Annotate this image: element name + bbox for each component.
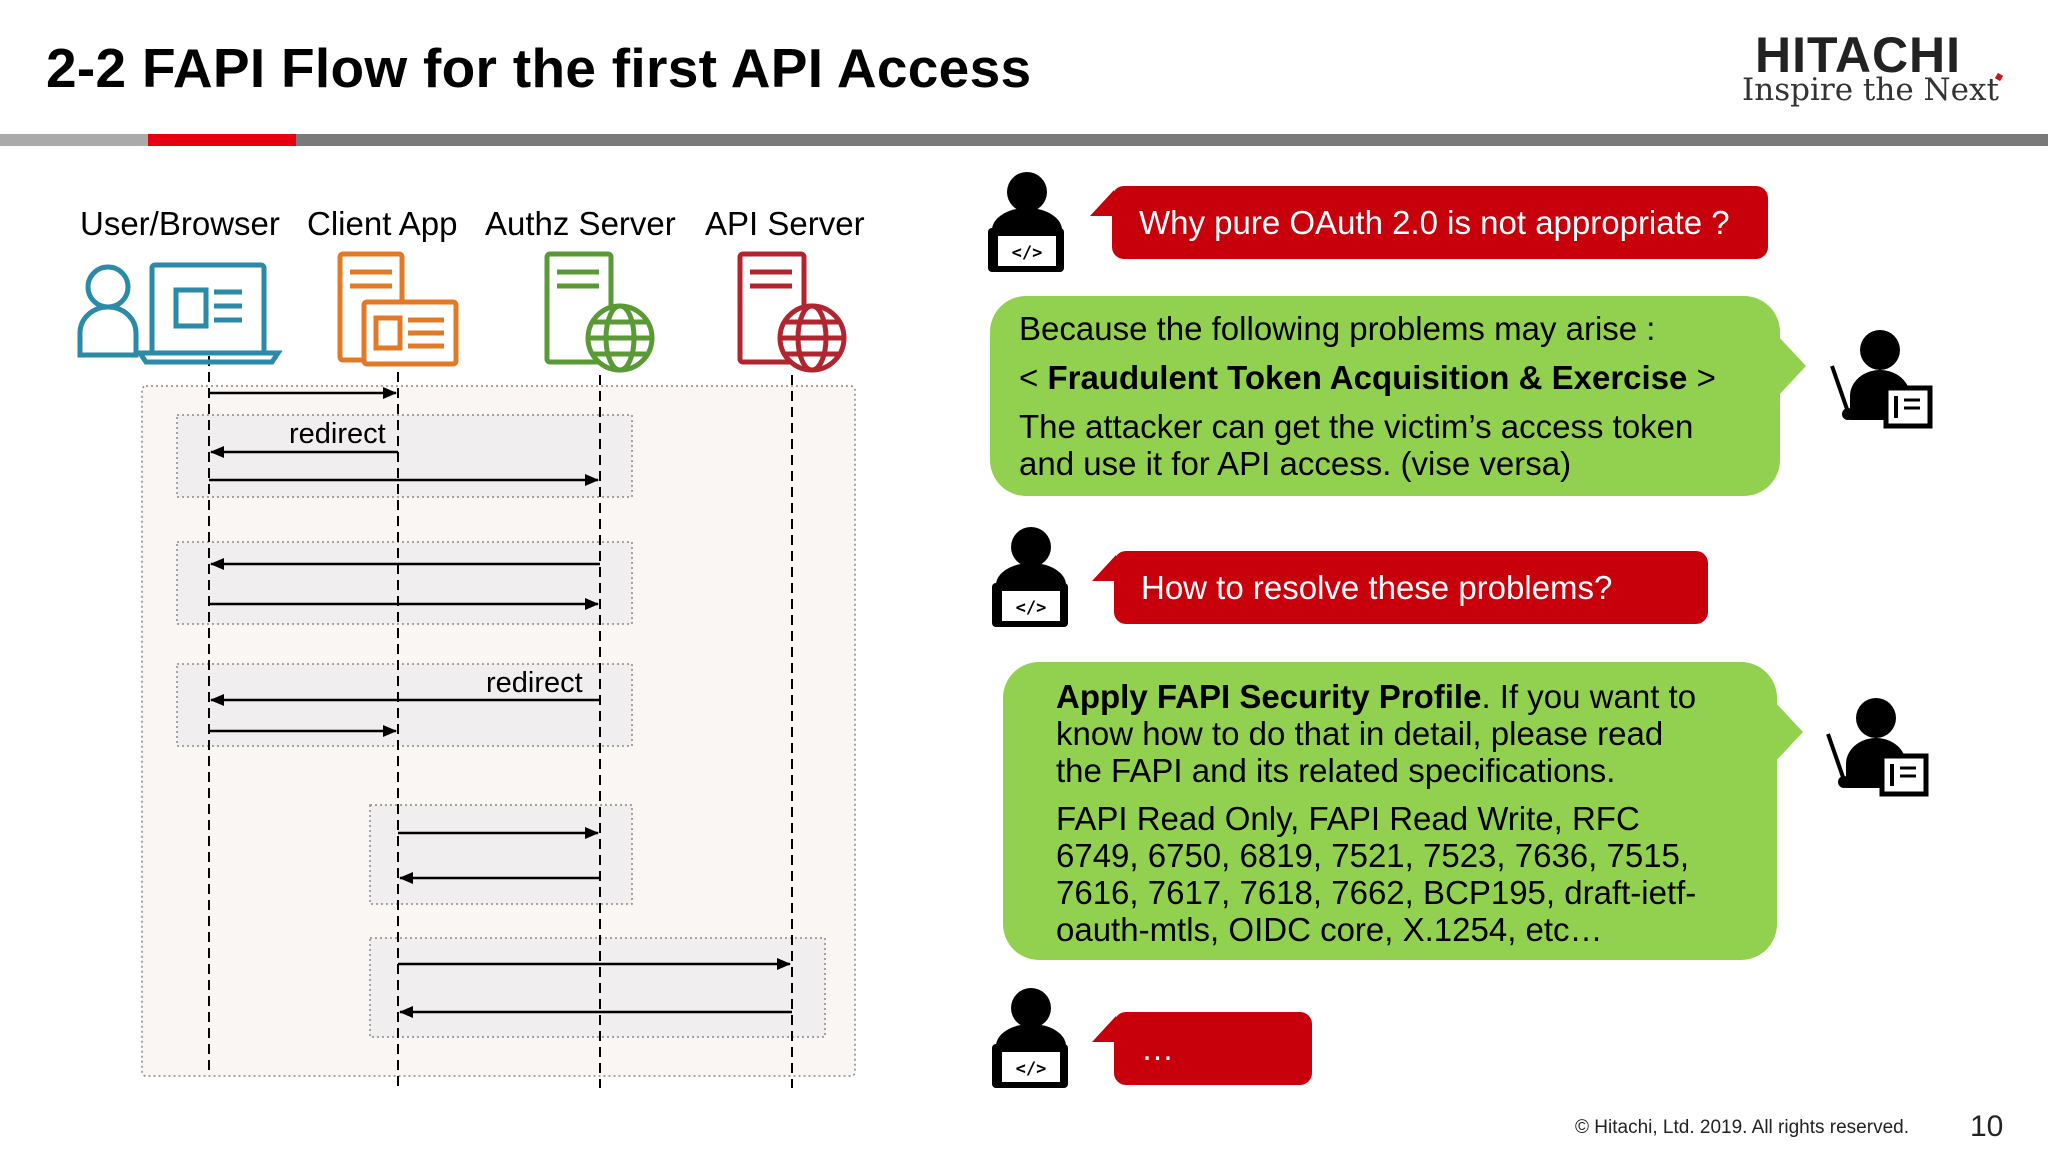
message-group-5 bbox=[369, 937, 826, 1038]
answer-intro: Because the following problems may arise… bbox=[1019, 310, 1656, 347]
message-group-4 bbox=[369, 804, 633, 905]
spec-line-3: 7616, 7617, 7618, 7662, BCP195, draft-ie… bbox=[1056, 874, 1697, 911]
actor-label-authz-server: Authz Server bbox=[485, 205, 676, 242]
svg-text:</>: </> bbox=[1012, 243, 1043, 263]
question-text-3: … bbox=[1141, 1029, 1174, 1067]
client-app-icon bbox=[337, 251, 459, 367]
answer-line-2: and use it for API access. (vise versa) bbox=[1019, 445, 1572, 482]
authz-server-icon bbox=[544, 251, 655, 373]
svg-text:</>: </> bbox=[1016, 598, 1047, 618]
actor-label-client-app: Client App bbox=[307, 205, 458, 242]
message-group-1 bbox=[176, 414, 633, 498]
message-group-3 bbox=[176, 663, 633, 747]
spec-line-2: 6749, 6750, 6819, 7521, 7523, 7636, 7515… bbox=[1056, 837, 1690, 874]
message-group-2 bbox=[176, 541, 633, 625]
question-text-1: Why pure OAuth 2.0 is not appropriate ? bbox=[1139, 203, 1730, 241]
user-browser-icon bbox=[77, 262, 283, 365]
question-bubble-1: Why pure OAuth 2.0 is not appropriate ? bbox=[1090, 186, 1768, 259]
answer-heading: < Fraudulent Token Acquisition & Exercis… bbox=[1019, 359, 1716, 396]
answer2-line-3: the FAPI and its related specifications. bbox=[1056, 752, 1616, 789]
actor-label-user-browser: User/Browser bbox=[80, 205, 280, 242]
header-divider-accent bbox=[148, 134, 296, 146]
actor-label-api-server: API Server bbox=[705, 205, 865, 242]
answer-bubble-2: Apply FAPI Security Profile. If you want… bbox=[1003, 662, 1803, 960]
answer2-line-1: Apply FAPI Security Profile. If you want… bbox=[1056, 678, 1697, 715]
message-label-redirect-1: redirect bbox=[289, 418, 386, 450]
svg-text:</>: </> bbox=[1016, 1059, 1047, 1079]
page-number: 10 bbox=[1970, 1110, 2004, 1143]
logo-tagline: Inspire the Next bbox=[1742, 72, 1999, 108]
header-divider bbox=[0, 134, 2048, 146]
teacher-board-icon bbox=[1826, 698, 1929, 797]
developer-laptop-icon: </> bbox=[988, 172, 1064, 272]
developer-laptop-icon: </> bbox=[992, 527, 1068, 627]
copyright-notice: © Hitachi, Ltd. 2019. All rights reserve… bbox=[1575, 1117, 1909, 1138]
developer-laptop-icon: </> bbox=[992, 988, 1068, 1088]
header-divider-light bbox=[0, 134, 148, 146]
question-bubble-3: … bbox=[1092, 1012, 1312, 1085]
api-server-icon bbox=[737, 251, 847, 373]
hitachi-logo: HITACHI bbox=[1755, 27, 1962, 83]
answer-line-1: The attacker can get the victim’s access… bbox=[1019, 408, 1694, 445]
spec-line-1: FAPI Read Only, FAPI Read Write, RFC bbox=[1056, 800, 1640, 837]
spec-line-4: oauth-mtls, OIDC core, X.1254, etc… bbox=[1056, 911, 1603, 948]
slide-title: 2-2 FAPI Flow for the first API Access bbox=[46, 37, 1032, 99]
answer-bubble-1: Because the following problems may arise… bbox=[990, 296, 1806, 496]
answer2-line-2: know how to do that in detail, please re… bbox=[1056, 715, 1664, 752]
question-bubble-2: How to resolve these problems? bbox=[1092, 551, 1708, 624]
message-label-redirect-2: redirect bbox=[486, 667, 583, 699]
teacher-board-icon bbox=[1830, 330, 1933, 429]
question-text-2: How to resolve these problems? bbox=[1141, 568, 1613, 606]
